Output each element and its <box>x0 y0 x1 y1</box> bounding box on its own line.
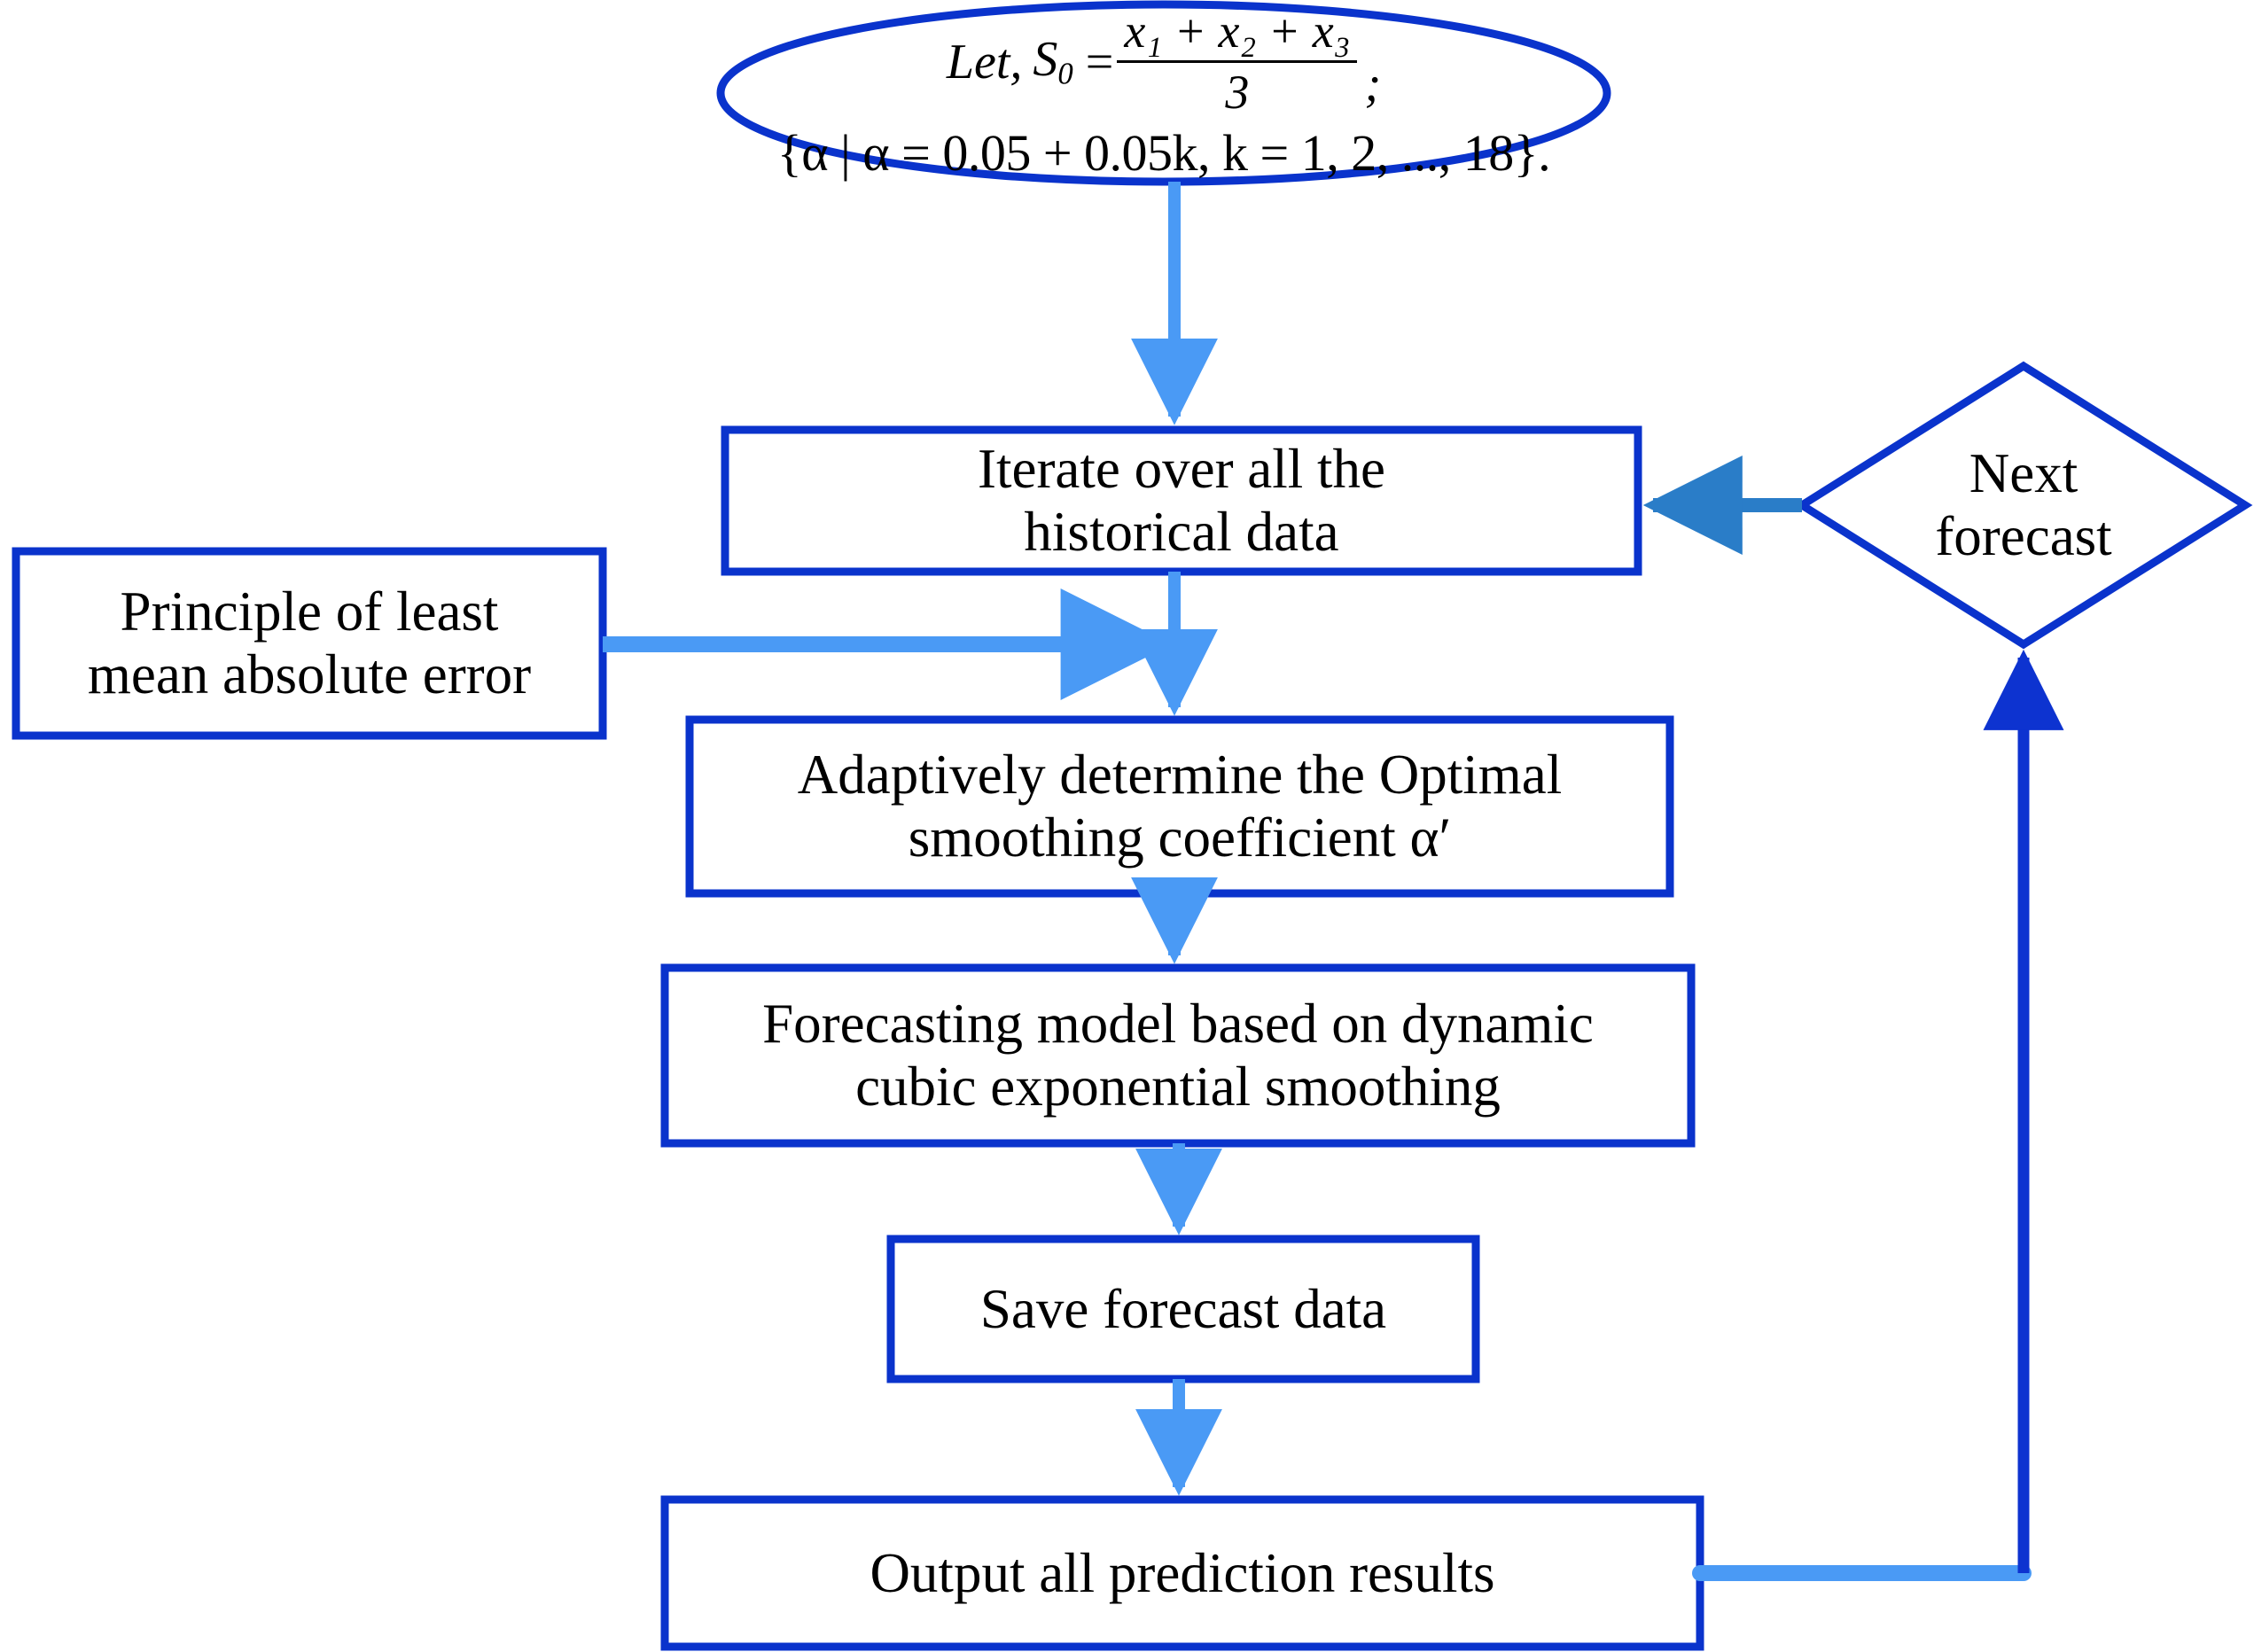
node-output[interactable] <box>660 1495 1704 1651</box>
formula-semicolon: ; <box>1364 57 1382 112</box>
node-save[interactable] <box>886 1235 1480 1383</box>
node-adaptive[interactable] <box>685 715 1674 898</box>
node-model[interactable] <box>660 963 1696 1148</box>
formula-let: Let, <box>946 34 1023 90</box>
node-start-ellipse[interactable] <box>716 0 1611 186</box>
start-formula: Let, S0 = x₁ + x₂ + x₃ 3 ; {α | α = 0.05… <box>765 4 1563 182</box>
formula-denominator: 3 <box>1225 66 1250 119</box>
formula-fraction: x₁ + x₂ + x₃ 3 <box>1117 4 1358 120</box>
formula-equals: = <box>1085 34 1114 90</box>
formula-numerator: x₁ + x₂ + x₃ <box>1117 4 1358 63</box>
node-iterate[interactable] <box>721 425 1642 576</box>
node-principle[interactable] <box>12 547 607 740</box>
formula-s0: S0 <box>1033 32 1073 91</box>
node-next-forecast[interactable] <box>1794 361 2253 650</box>
formula-line-2: {α | α = 0.05 + 0.05k, k = 1, 2, ..., 18… <box>776 124 1551 182</box>
formula-line-1: Let, S0 = x₁ + x₂ + x₃ 3 ; <box>947 4 1381 120</box>
